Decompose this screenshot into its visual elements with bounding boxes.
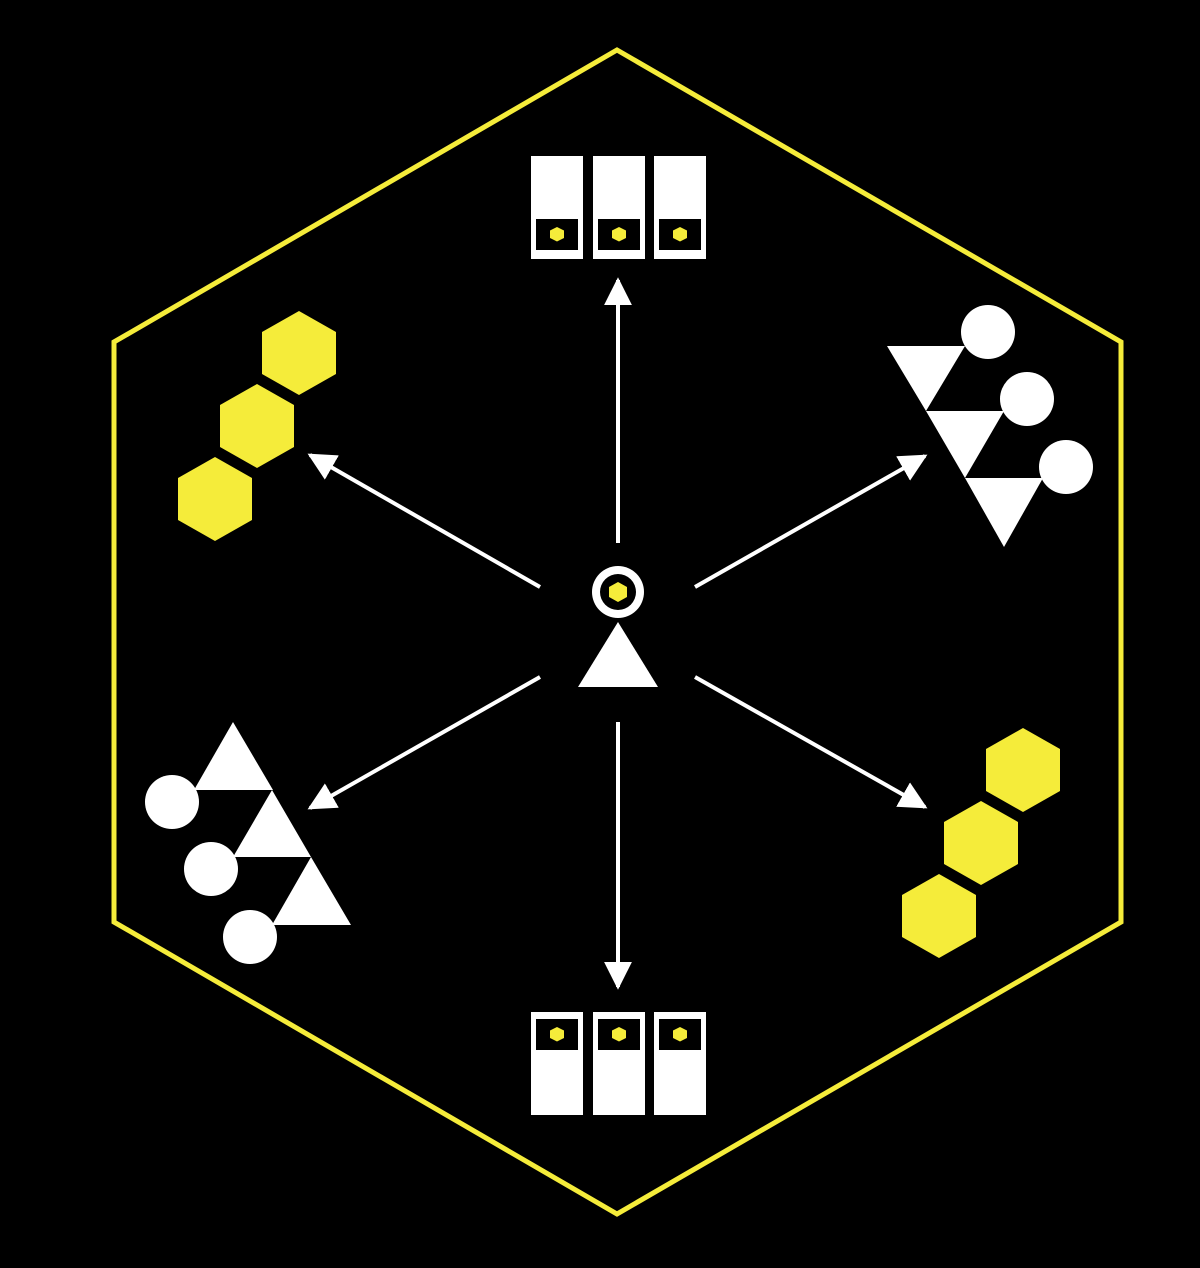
- user-body-icon: [578, 622, 658, 687]
- hexagon-icon: [944, 801, 1018, 885]
- triangle-icon: [887, 346, 965, 411]
- server-icon: [654, 1012, 706, 1115]
- connector-arrows: [307, 277, 928, 990]
- hexagon-icon: [902, 874, 976, 958]
- node-circle-icon: [1000, 372, 1054, 426]
- lower-right-hexagon-cluster-icon: [902, 728, 1060, 958]
- lower-left-network-icon: [145, 722, 351, 964]
- upper-right-network-icon: [887, 305, 1093, 547]
- triangle-icon: [272, 857, 351, 925]
- top-server-rack-icon: [531, 156, 706, 259]
- node-circle-icon: [223, 910, 277, 964]
- hexagon-icon: [986, 728, 1060, 812]
- hexagon-icon: [178, 457, 252, 541]
- triangle-icon: [965, 478, 1043, 547]
- node-circle-icon: [145, 775, 199, 829]
- hexagon-frame: [111, 47, 1124, 1217]
- arrow-to-upper-left: [307, 453, 541, 589]
- upper-left-hexagon-cluster-icon: [178, 311, 336, 541]
- server-icon: [593, 1012, 645, 1115]
- arrow-to-lower-left: [307, 675, 541, 810]
- hexagon-badge-icon: [609, 582, 627, 602]
- server-icon: [593, 156, 645, 259]
- hexagon-icon: [220, 384, 294, 468]
- triangle-icon: [194, 722, 273, 790]
- node-circle-icon: [184, 842, 238, 896]
- triangle-icon: [233, 790, 311, 857]
- server-icon: [531, 156, 583, 259]
- hexagon-icon: [262, 311, 336, 395]
- node-circle-icon: [961, 305, 1015, 359]
- center-user-node: [578, 566, 658, 687]
- node-circle-icon: [1039, 440, 1093, 494]
- arrow-to-upper-right: [694, 454, 928, 589]
- server-icon: [654, 156, 706, 259]
- bottom-server-rack-icon: [531, 1012, 706, 1115]
- server-icon: [531, 1012, 583, 1115]
- triangle-icon: [926, 411, 1004, 478]
- arrow-to-lower-right: [694, 675, 928, 809]
